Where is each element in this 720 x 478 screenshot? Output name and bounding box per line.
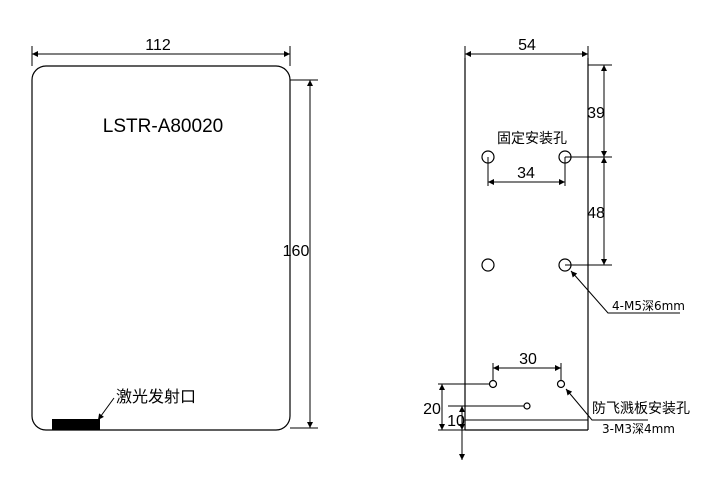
front-height-dim: 160 (283, 243, 310, 260)
front-width-dim: 112 (145, 37, 171, 54)
splash-hole-left (488, 379, 498, 389)
splash-spacing-dim: 30 (519, 351, 537, 368)
front-body-outline (31, 65, 291, 431)
dim10: 10 (447, 413, 465, 430)
dim20: 20 (423, 401, 441, 418)
front-view: 112 160 LSTR-A80020 激光发射口 (31, 37, 318, 431)
side-width-dim: 54 (518, 37, 536, 54)
top-offset-dim: 39 (587, 105, 605, 122)
splash-hole-right (556, 379, 566, 389)
hole-h-dim: 34 (517, 165, 535, 182)
model-label: LSTR-A80020 (103, 116, 223, 137)
laser-outlet-leader (97, 397, 115, 421)
side-view: 54 固定安装孔 34 39 48 4-M5深6mm 30 (423, 37, 690, 460)
splash-hole-center (523, 402, 531, 410)
hole-v-dim: 48 (587, 205, 605, 222)
mount-hole-bottom-left (481, 258, 495, 272)
laser-outlet (52, 419, 100, 430)
m5-leader (570, 270, 680, 314)
splash-leader (565, 388, 648, 421)
mount-holes-label: 固定安装孔 (497, 131, 567, 147)
m5-thread-label: 4-M5深6mm (612, 299, 685, 313)
laser-outlet-label: 激光发射口 (116, 387, 196, 406)
splash-plate-label: 防飞溅板安装孔 (592, 401, 690, 417)
splash-thread-label: 3-M3深4mm (602, 422, 675, 436)
